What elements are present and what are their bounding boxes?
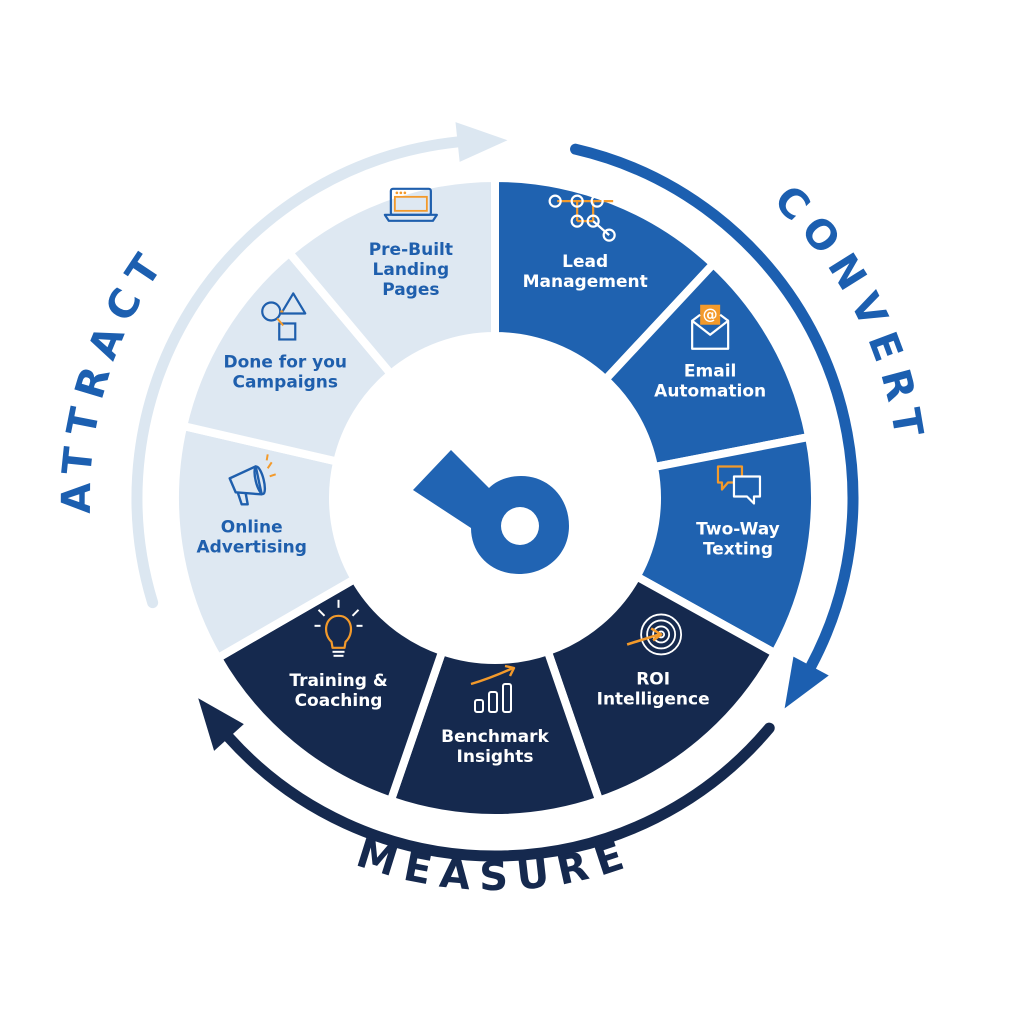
segment-label: Intelligence	[597, 689, 710, 709]
chat-bubbles-icon	[716, 465, 762, 505]
target-arrow-icon	[626, 613, 683, 656]
segment-training-coaching: Training &Coaching	[212, 573, 448, 806]
attract-arrow-head	[455, 122, 508, 162]
envelope-at-icon: @	[691, 304, 730, 350]
convert-arrow-arc	[570, 143, 859, 672]
stage-arrows	[131, 122, 859, 862]
segment-label: Online	[221, 517, 283, 537]
segment-label: Two-Way	[696, 519, 780, 539]
segment-label: Benchmark	[441, 727, 549, 747]
measure-arrow-head	[198, 698, 244, 751]
segment-label: Coaching	[295, 691, 383, 711]
segment-label: Done for you	[223, 352, 347, 372]
segment-label: Texting	[703, 539, 773, 559]
segment-label: Management	[523, 272, 648, 292]
segment-label: Insights	[457, 747, 534, 767]
segment-label: Pre-Built	[369, 240, 453, 260]
measure-label: MEASURE	[351, 830, 639, 900]
segment-label: Email	[684, 362, 736, 382]
segment-label: Advertising	[196, 537, 307, 557]
center-logo	[339, 342, 651, 654]
segment-label: Automation	[654, 382, 766, 402]
attract-arrow-arc	[131, 136, 464, 609]
segment-label: Training &	[289, 671, 388, 691]
segments-ring: LeadManagement@EmailAutomationTwo-WayTex…	[171, 173, 819, 822]
segment-label: Campaigns	[232, 372, 338, 392]
measure-label-text: MEASURE	[351, 830, 629, 900]
segment-wedge	[283, 173, 499, 380]
measure-arrow-arc	[223, 722, 775, 862]
segment-label: ROI	[636, 669, 670, 689]
segment-label: Lead	[562, 252, 608, 272]
megaphone-icon	[228, 454, 277, 506]
convert-arrow-head	[784, 656, 829, 709]
segment-label: Landing	[373, 260, 450, 280]
shapes-icon	[261, 292, 307, 341]
laptop-icon	[383, 187, 438, 222]
brand-logo-icon	[413, 450, 569, 574]
segment-wedge	[491, 173, 719, 386]
svg-text:@: @	[703, 306, 718, 324]
segment-wedge	[171, 421, 361, 664]
lightbulb-icon	[314, 599, 363, 657]
bar-chart-trend-icon	[470, 664, 516, 713]
workflow-nodes-icon	[548, 194, 616, 242]
segment-label: Pages	[382, 280, 439, 300]
segment-wedge	[212, 573, 448, 806]
